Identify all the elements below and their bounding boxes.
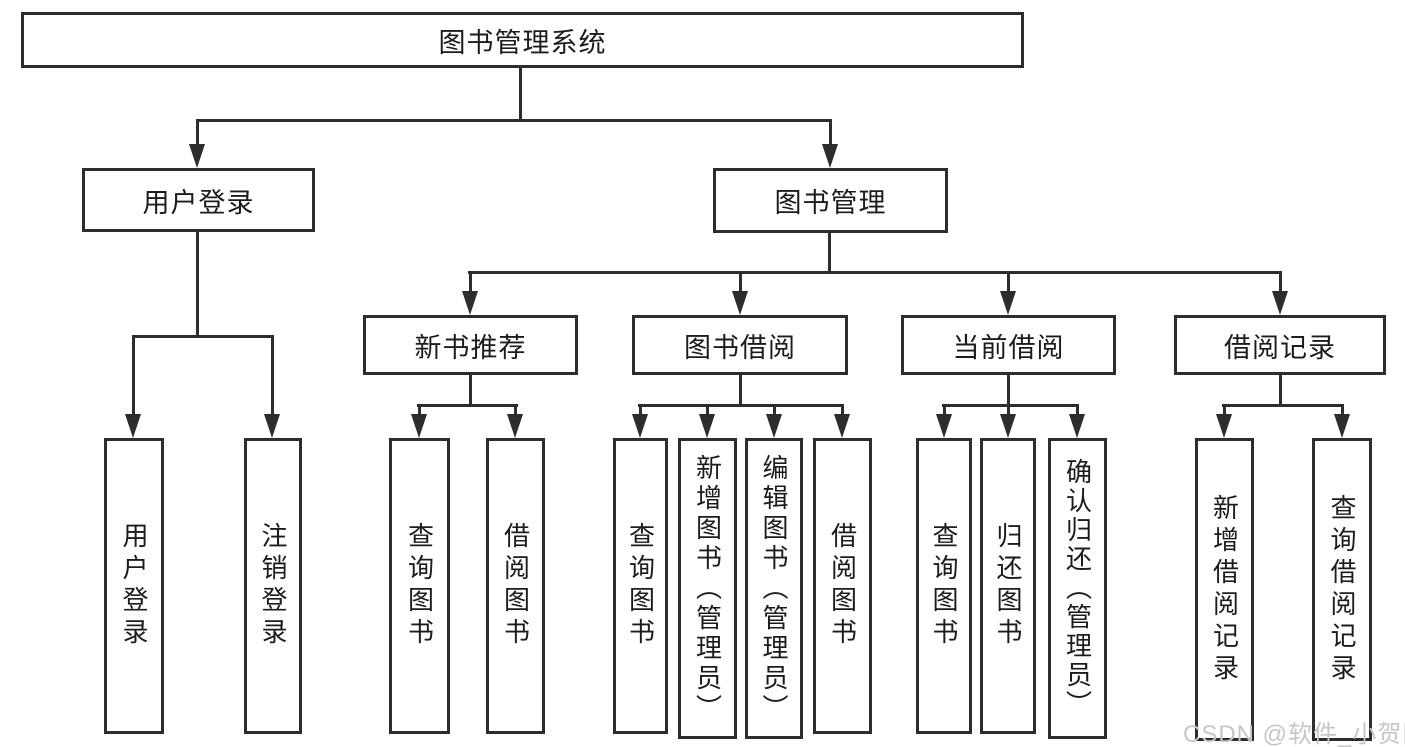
connector-stem-leaf-login xyxy=(132,335,135,420)
leaf-query-borrow-record: 查询借阅记录 xyxy=(1312,438,1372,741)
connector-bookborrow-rail xyxy=(638,404,844,407)
leaf-return-book: 归还图书 xyxy=(980,438,1036,734)
connector-userlogin-rail xyxy=(132,335,274,338)
watermark: CSDN @软件_小贺同学 xyxy=(1183,721,1405,747)
connector-stem-new-book xyxy=(469,271,472,297)
arrowhead-borrow1 xyxy=(507,414,523,438)
arrowhead-book-management xyxy=(822,144,838,168)
connector-level2-rail xyxy=(196,119,832,122)
connector-borrowrecord-rail xyxy=(1222,404,1344,407)
arrowhead-query-record xyxy=(1334,414,1350,438)
connector-bookmgmt-trunk xyxy=(828,233,831,274)
connector-stem-edit-book xyxy=(773,404,776,420)
connector-stem-add-book xyxy=(706,404,709,420)
leaf-logout: 注销登录 xyxy=(244,438,302,734)
connector-stem-return-book xyxy=(1007,404,1010,420)
connector-borrowrecord-trunk xyxy=(1279,375,1282,407)
connector-stem-leaf-logout xyxy=(271,335,274,420)
connector-stem-query3 xyxy=(943,404,946,420)
node-root: 图书管理系统 xyxy=(21,12,1024,68)
leaf-query-book-1: 查询图书 xyxy=(389,438,450,734)
leaf-borrow-book-2: 借阅图书 xyxy=(813,438,872,734)
arrowhead-leaf-login xyxy=(125,414,141,438)
arrowhead-book-borrow xyxy=(732,291,748,315)
connector-stem-query-record xyxy=(1341,404,1344,420)
arrowhead-return-book xyxy=(1000,414,1016,438)
node-user-login: 用户登录 xyxy=(82,168,315,232)
connector-stem-book-borrow xyxy=(739,271,742,297)
arrowhead-query1 xyxy=(411,414,427,438)
connector-stem-borrow1 xyxy=(514,404,517,420)
leaf-borrow-book-1: 借阅图书 xyxy=(486,438,545,734)
arrowhead-confirm-return xyxy=(1069,414,1085,438)
connector-userlogin-trunk xyxy=(196,232,199,338)
connector-level3-rail xyxy=(468,271,1282,274)
connector-currentborrow-rail xyxy=(942,404,1079,407)
arrowhead-user-login xyxy=(189,144,205,168)
arrowhead-add-record xyxy=(1216,414,1232,438)
arrowhead-borrow2 xyxy=(834,414,850,438)
node-book-management: 图书管理 xyxy=(713,168,948,233)
node-new-book-recommend: 新书推荐 xyxy=(363,315,578,375)
arrowhead-borrow-record xyxy=(1272,291,1288,315)
connector-stem-current-borrow xyxy=(1007,271,1010,297)
connector-stem-query2 xyxy=(639,404,642,420)
connector-stem-borrow-record xyxy=(1279,271,1282,297)
leaf-query-book-2: 查询图书 xyxy=(613,438,668,734)
leaf-edit-book-admin: 编辑图书（管理员） xyxy=(745,438,803,739)
arrowhead-query2 xyxy=(632,414,648,438)
arrowhead-edit-book xyxy=(766,414,782,438)
connector-stem-confirm-return xyxy=(1076,404,1079,420)
connector-stem-book-management xyxy=(829,119,832,151)
connector-bookborrow-trunk xyxy=(739,375,742,407)
arrowhead-query3 xyxy=(936,414,952,438)
node-current-borrow: 当前借阅 xyxy=(901,315,1116,375)
connector-newbook-trunk xyxy=(469,375,472,407)
connector-stem-add-record xyxy=(1223,404,1226,420)
leaf-confirm-return-admin: 确认归还（管理员） xyxy=(1048,438,1107,739)
arrowhead-current-borrow xyxy=(1000,291,1016,315)
connector-stem-query1 xyxy=(418,404,421,420)
connector-stem-borrow2 xyxy=(841,404,844,420)
connector-currentborrow-trunk xyxy=(1007,375,1010,407)
node-book-borrow: 图书借阅 xyxy=(632,315,848,375)
leaf-add-borrow-record: 新增借阅记录 xyxy=(1195,438,1254,741)
arrowhead-new-book xyxy=(462,291,478,315)
arrowhead-add-book xyxy=(699,414,715,438)
connector-stem-user-login xyxy=(196,119,199,151)
arrowhead-leaf-logout xyxy=(264,414,280,438)
leaf-add-book-admin: 新增图书（管理员） xyxy=(678,438,737,739)
connector-root-trunk xyxy=(519,68,522,122)
leaf-user-login: 用户登录 xyxy=(104,438,164,734)
connector-newbook-rail xyxy=(417,404,518,407)
node-borrow-record: 借阅记录 xyxy=(1174,315,1386,375)
leaf-query-book-3: 查询图书 xyxy=(916,438,972,734)
